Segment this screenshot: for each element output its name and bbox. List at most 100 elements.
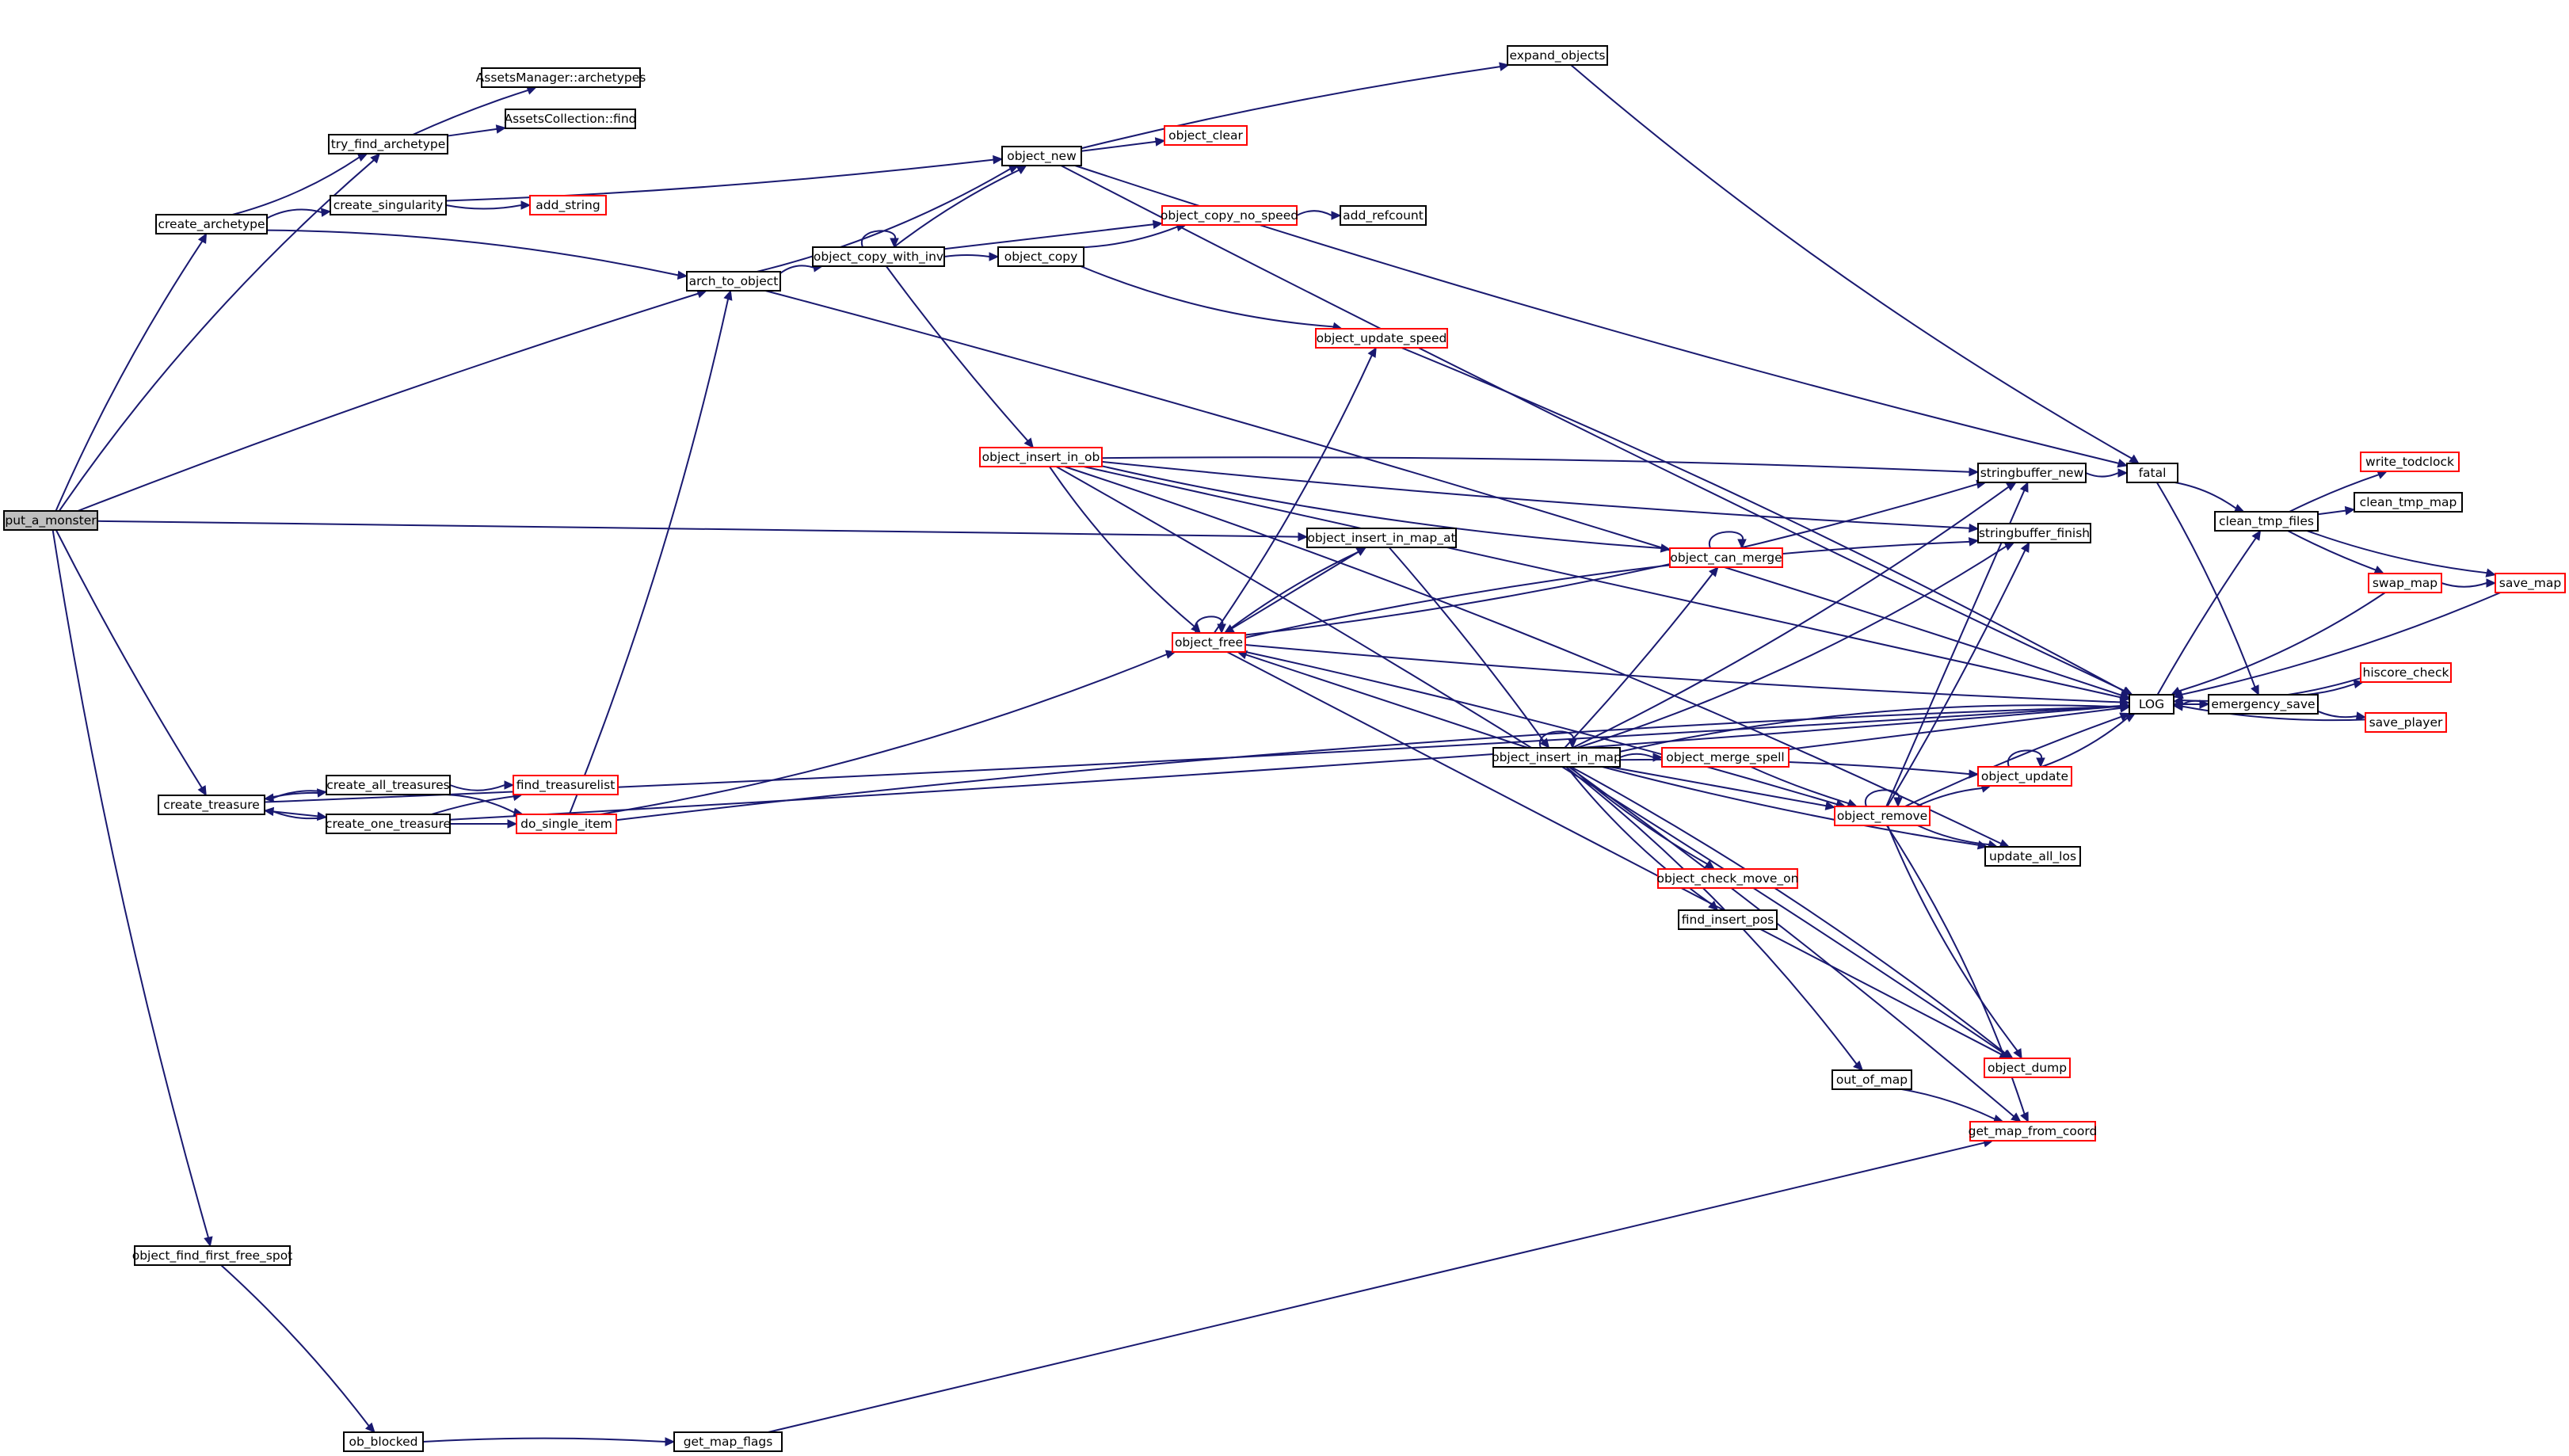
edge-object_insert_in_map_at-to-object_free	[1223, 547, 1366, 634]
edge-line	[2317, 509, 2346, 516]
node-out_of_map[interactable]: out_of_map	[1831, 1069, 1912, 1090]
edge-line	[1576, 545, 2007, 749]
node-arch_to_object[interactable]: arch_to_object	[686, 271, 781, 292]
node-object_copy_no_speed[interactable]: object_copy_no_speed	[1161, 205, 1298, 226]
node-expand_objects[interactable]: expand_objects	[1507, 45, 1608, 66]
node-object_insert_in_map[interactable]: object_insert_in_map	[1492, 747, 1622, 768]
edge-create_one_treasure-to-LOG	[449, 701, 2131, 821]
node-box	[1306, 528, 1457, 548]
node-write_todclock[interactable]: write_todclock	[2360, 452, 2460, 472]
edge-get_map_flags-to-get_map_from_coord	[768, 1138, 1994, 1433]
node-archetypes[interactable]: AssetsManager::archetypes	[476, 67, 646, 88]
node-object_update[interactable]: object_update	[1977, 766, 2072, 787]
node-box	[2214, 511, 2319, 532]
node-swap_map[interactable]: swap_map	[2368, 573, 2442, 593]
node-object_copy[interactable]: object_copy	[997, 246, 1084, 267]
node-box	[1340, 205, 1427, 226]
node-object_insert_in_ob[interactable]: object_insert_in_ob	[979, 447, 1103, 467]
edge-line	[1083, 466, 2121, 699]
node-object_merge_spell[interactable]: object_merge_spell	[1661, 747, 1790, 768]
edge-line	[445, 158, 994, 202]
node-label: object_clear	[1168, 128, 1243, 143]
edge-object_copy-to-object_update_speed	[1080, 265, 1344, 331]
edge-line	[1564, 573, 1713, 749]
node-object_insert_in_map_at[interactable]: object_insert_in_map_at	[1306, 528, 1457, 548]
edge-create_all_treasures-to-find_treasurelist	[449, 780, 515, 791]
node-create_singularity[interactable]: create_singularity	[330, 195, 447, 215]
node-update_all_los[interactable]: update_all_los	[1984, 846, 2081, 867]
node-find_insert_pos[interactable]: find_insert_pos	[1678, 909, 1778, 930]
node-stringbuffer_finish[interactable]: stringbuffer_finish	[1977, 523, 2091, 543]
edge-put_a_monster-to-arch_to_object	[77, 289, 707, 512]
arrowhead-icon	[2013, 1048, 2022, 1060]
node-clean_tmp_files[interactable]: clean_tmp_files	[2214, 511, 2319, 532]
edge-line	[1101, 460, 1970, 529]
arrowhead-icon	[1708, 566, 1719, 577]
node-hiscore_check[interactable]: hiscore_check	[2360, 662, 2452, 683]
node-object_free[interactable]: object_free	[1172, 632, 1246, 653]
node-put_a_monster[interactable]: put_a_monster	[3, 510, 98, 531]
node-clean_tmp_map[interactable]: clean_tmp_map	[2354, 492, 2463, 513]
node-add_string[interactable]: add_string	[529, 195, 607, 215]
node-create_all_treasures[interactable]: create_all_treasures	[326, 775, 451, 795]
arrowhead-icon	[989, 252, 1000, 261]
node-get_map_from_coord[interactable]: get_map_from_coord	[1969, 1121, 2098, 1142]
node-find_treasurelist[interactable]: find_treasurelist	[513, 775, 619, 795]
node-label: object_merge_spell	[1666, 750, 1784, 765]
edge-line	[2306, 530, 2487, 574]
arrowhead-icon	[2006, 482, 2017, 491]
edge-object_merge_spell-to-object_remove	[1750, 766, 1858, 808]
edge-line	[1915, 787, 1983, 807]
node-box	[1669, 547, 1783, 568]
node-do_single_item[interactable]: do_single_item	[516, 814, 617, 834]
node-box	[134, 1245, 291, 1266]
node-find[interactable]: AssetsCollection::find	[505, 109, 637, 129]
node-try_find_archetype[interactable]: try_find_archetype	[328, 134, 448, 154]
edge-line	[1619, 753, 1654, 758]
node-box	[529, 195, 607, 215]
node-create_one_treasure[interactable]: create_one_treasure	[326, 814, 451, 834]
node-object_copy_with_inv[interactable]: object_copy_with_inv	[812, 246, 945, 267]
edge-line	[266, 229, 679, 276]
node-LOG[interactable]: LOG	[2129, 694, 2175, 715]
edge-line	[1083, 226, 1178, 249]
arrowhead-icon	[2011, 1112, 2022, 1122]
edge-line	[1572, 486, 2010, 749]
edge-line	[2182, 705, 2366, 722]
edge-fatal-to-clean_tmp_files	[2175, 482, 2245, 513]
arrowhead-icon	[2021, 541, 2030, 553]
node-save_player[interactable]: save_player	[2365, 712, 2447, 733]
node-object_remove[interactable]: object_remove	[1834, 806, 1931, 826]
node-object_dump[interactable]: object_dump	[1984, 1058, 2071, 1078]
node-stringbuffer_new[interactable]: stringbuffer_new	[1977, 463, 2087, 483]
arrowhead-icon	[723, 289, 733, 301]
node-emergency_save[interactable]: emergency_save	[2208, 694, 2319, 715]
node-add_refcount[interactable]: add_refcount	[1340, 205, 1427, 226]
node-label: object_check_move_on	[1657, 871, 1799, 886]
node-object_update_speed[interactable]: object_update_speed	[1315, 328, 1448, 349]
node-save_map[interactable]: save_map	[2495, 573, 2566, 593]
node-fatal[interactable]: fatal	[2126, 463, 2178, 483]
node-label: swap_map	[2373, 576, 2438, 591]
edge-object_insert_in_ob-to-object_can_merge	[1101, 465, 1671, 553]
node-label: object_insert_in_map	[1492, 750, 1622, 765]
edge-object_free-to-stringbuffer_new	[1244, 479, 1987, 636]
node-object_can_merge[interactable]: object_can_merge	[1669, 547, 1783, 568]
node-create_archetype[interactable]: create_archetype	[155, 214, 268, 234]
arrowhead-icon	[2119, 712, 2131, 722]
node-label: do_single_item	[520, 817, 612, 832]
node-create_treasure[interactable]: create_treasure	[158, 795, 265, 815]
arrowhead-icon	[204, 1236, 213, 1248]
node-object_check_move_on[interactable]: object_check_move_on	[1657, 868, 1799, 889]
node-object_find_first_free_spot[interactable]: object_find_first_free_spot	[132, 1245, 293, 1266]
edge-emergency_save-to-hiscore_check	[2305, 679, 2365, 696]
node-get_map_flags[interactable]: get_map_flags	[673, 1431, 783, 1452]
edge-swap_map-to-LOG	[2171, 592, 2386, 696]
node-object_new[interactable]: object_new	[1001, 146, 1082, 166]
arrowhead-icon	[2233, 504, 2245, 513]
node-ob_blocked[interactable]: ob_blocked	[343, 1431, 424, 1452]
arrowhead-icon	[370, 153, 381, 164]
node-box	[2360, 452, 2460, 472]
edge-line	[1244, 650, 1838, 806]
node-object_clear[interactable]: object_clear	[1164, 125, 1248, 146]
